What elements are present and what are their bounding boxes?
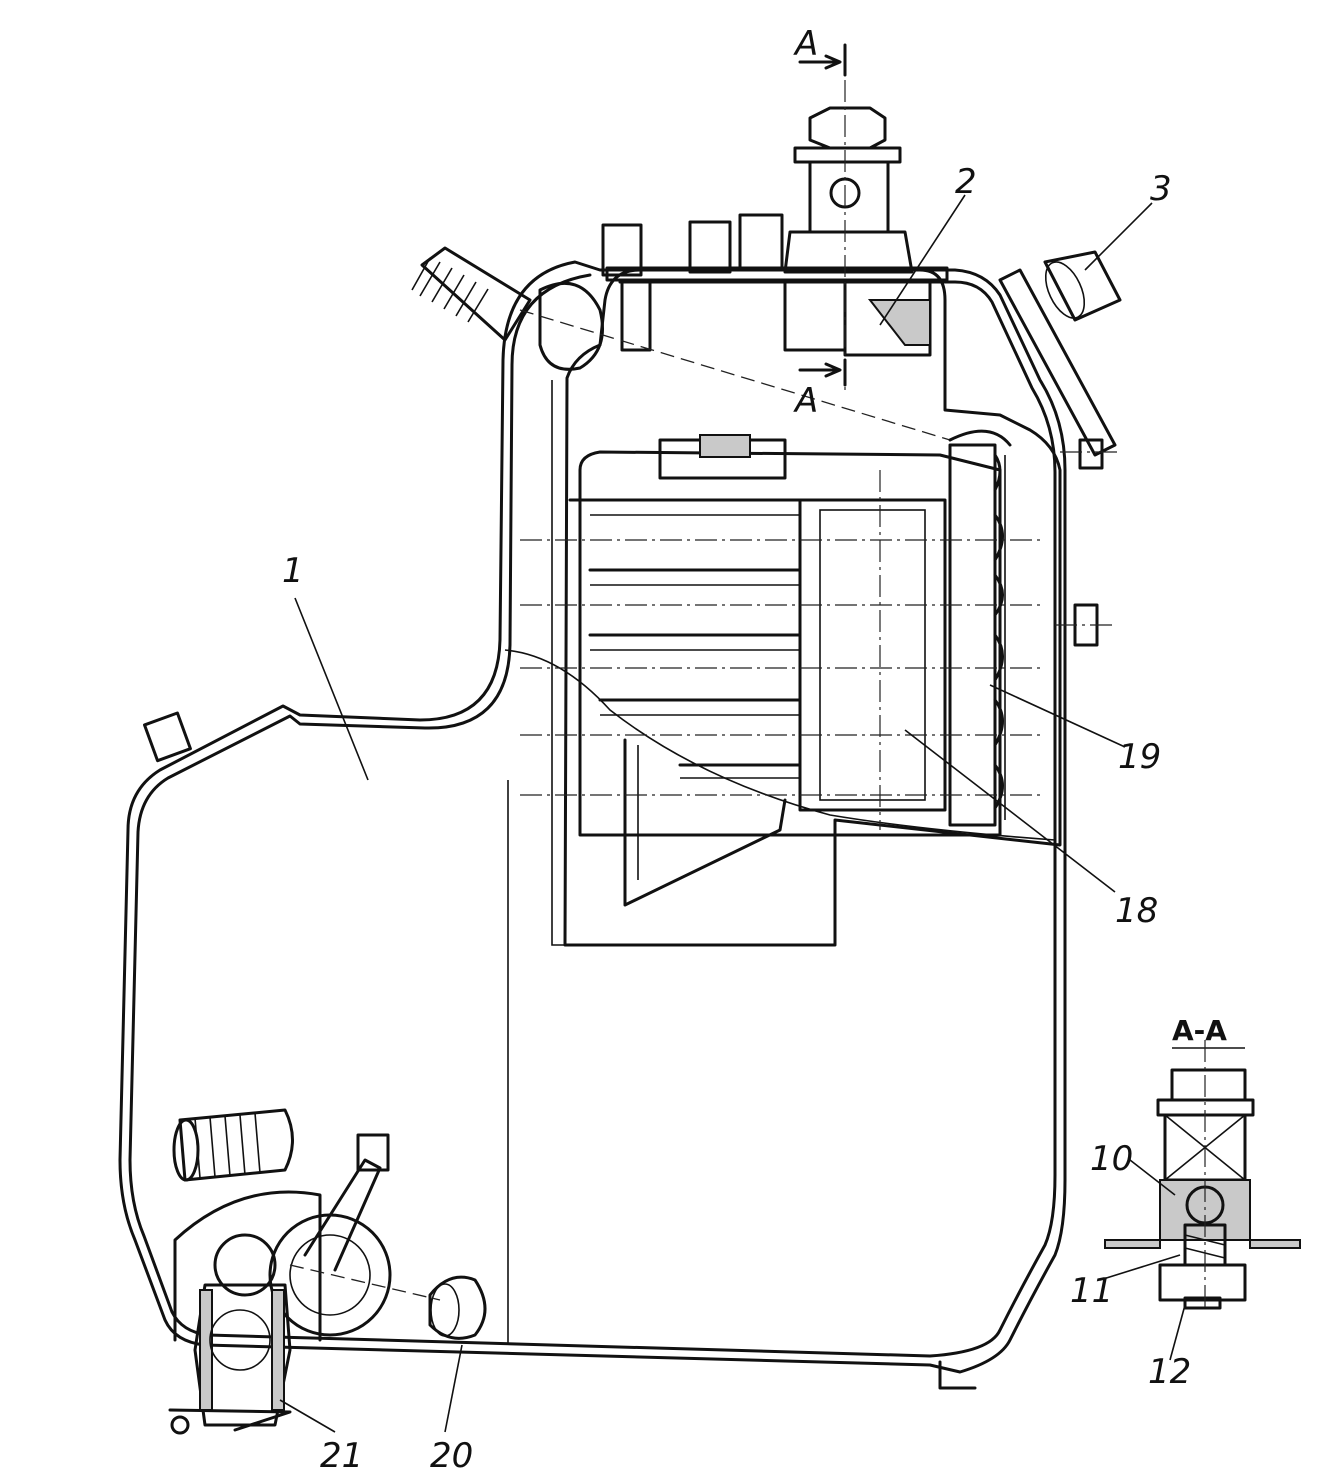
lower-assembly (143, 711, 487, 1435)
coil-tubes (520, 429, 1040, 830)
tank-outer-shell (118, 260, 1067, 1390)
label-19: 19 (1118, 737, 1161, 777)
outlet-connector (998, 250, 1122, 647)
section-mark-top: A (793, 24, 818, 64)
inlet-hose (411, 246, 951, 441)
inner-tank (551, 213, 1062, 947)
section-title: A-A (1172, 1014, 1227, 1047)
label-20: 20 (430, 1436, 473, 1476)
label-12: 12 (1148, 1352, 1191, 1392)
label-18: 18 (1115, 891, 1158, 931)
label-3: 3 (1150, 169, 1172, 209)
label-11: 11 (1070, 1271, 1113, 1311)
label-1: 1 (282, 551, 304, 591)
section-aa-detail (1104, 1040, 1301, 1310)
part-labels: 1 2 3 19 18 10 11 12 21 20 A A A-A (282, 24, 1227, 1476)
heat-exchanger (504, 434, 1056, 907)
label-2: 2 (955, 162, 977, 202)
leader-lines (279, 194, 1186, 1433)
filler-valve-assembly (783, 80, 914, 390)
section-marks (798, 43, 847, 387)
section-mark-mid: A (793, 381, 818, 421)
label-10: 10 (1090, 1139, 1133, 1179)
label-21: 21 (320, 1436, 363, 1476)
